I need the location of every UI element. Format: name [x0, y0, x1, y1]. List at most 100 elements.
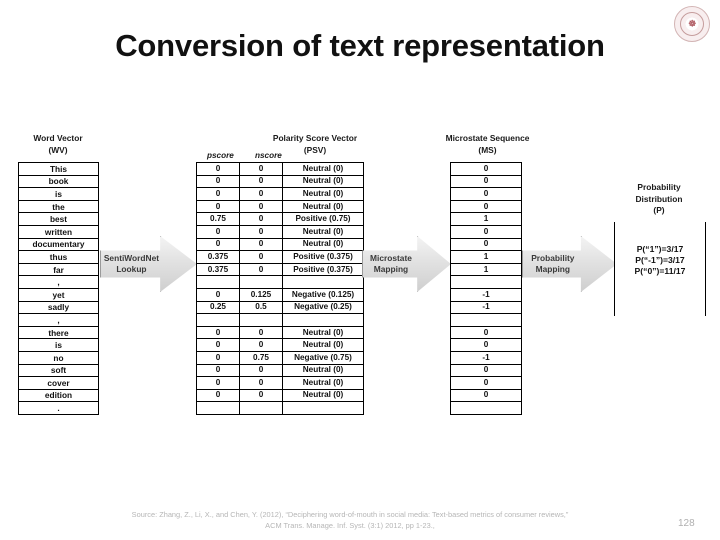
psv-cell-pscore: 0 — [196, 237, 240, 252]
psv-cell-nscore: 0.125 — [239, 287, 283, 302]
word-vector-header: Word Vector (WV) — [8, 133, 108, 156]
arrow-2-label: Microstate Mapping — [363, 253, 417, 275]
arrow-3-label-line1: Probability — [531, 253, 575, 263]
word-vector-cell: This — [18, 162, 99, 176]
pd-header-line3: (P) — [653, 205, 665, 215]
microstate-cell: 0 — [450, 325, 522, 340]
psv-cell-nscore: 0 — [239, 224, 283, 239]
microstate-sequence-header: Microstate Sequence (MS) — [435, 133, 540, 156]
word-vector-cell: there — [18, 325, 99, 340]
psv-cell-nscore — [239, 401, 283, 415]
psv-cell-label: Neutral (0) — [282, 162, 364, 176]
word-vector-row: yet — [18, 287, 99, 302]
university-seal-logo: ☸ — [674, 6, 710, 42]
psv-cell-pscore: 0 — [196, 162, 240, 176]
microstate-row: 0 — [450, 237, 522, 252]
microstate-cell: 0 — [450, 237, 522, 252]
microstate-row: 0 — [450, 174, 522, 189]
psv-row — [196, 313, 364, 327]
psv-cell-label: Positive (0.375) — [282, 250, 364, 264]
word-vector-cell: sadly — [18, 300, 99, 315]
psv-row — [196, 275, 364, 289]
psv-cell-label: Neutral (0) — [282, 338, 364, 352]
microstate-row: 1 — [450, 262, 522, 277]
microstate-cell: 1 — [450, 250, 522, 264]
microstate-row — [450, 401, 522, 415]
word-vector-cell: edition — [18, 388, 99, 403]
psv-cell-label — [282, 275, 364, 289]
source-citation: Source: Zhang, Z., Li, X., and Chen, Y. … — [40, 509, 660, 531]
psv-cell-label — [282, 401, 364, 415]
word-vector-cell: yet — [18, 287, 99, 302]
word-vector-row: far — [18, 262, 99, 277]
word-vector-cell: thus — [18, 250, 99, 264]
page-title: Conversion of text representation — [115, 28, 605, 63]
word-vector-cell: the — [18, 199, 99, 214]
polarity-score-vector-header: Polarity Score Vector (PSV) — [255, 133, 375, 156]
word-vector-row: written — [18, 224, 99, 239]
microstate-cell — [450, 313, 522, 327]
psv-subheader-pscore: pscore — [207, 151, 234, 160]
logo-inner-ring — [680, 12, 704, 36]
psv-cell-label: Neutral (0) — [282, 199, 364, 214]
microstate-cell: -1 — [450, 350, 522, 365]
microstate-row: 0 — [450, 388, 522, 403]
microstate-cell: 0 — [450, 199, 522, 214]
pd-header-line2: Distribution — [635, 193, 683, 204]
psv-cell-pscore: 0 — [196, 199, 240, 214]
pd-spacer — [615, 222, 705, 244]
psv-cell-nscore: 0 — [239, 262, 283, 277]
psv-cell-label: Positive (0.375) — [282, 262, 364, 277]
word-vector-cell: soft — [18, 363, 99, 378]
microstate-cell: 0 — [450, 338, 522, 352]
psv-subheader-nscore: nscore — [255, 151, 282, 160]
psv-cell-nscore: 0 — [239, 376, 283, 390]
psv-row — [196, 401, 364, 415]
microstate-cell — [450, 275, 522, 289]
page-number: 128 — [678, 518, 695, 529]
psv-cell-label: Neutral (0) — [282, 224, 364, 239]
pd-line-3: P(“0”)=11/17 — [634, 266, 686, 276]
pd-line-2: P(“-1”)=3/17 — [635, 255, 685, 265]
psv-cell-label — [282, 313, 364, 327]
arrow-microstate-mapping: Microstate Mapping — [362, 236, 451, 292]
arrow-sentiwordnet-lookup: SentiWordNet Lookup — [100, 236, 197, 292]
psv-cell-pscore: 0 — [196, 376, 240, 390]
word-vector-row: thus — [18, 250, 99, 264]
psv-cell-nscore: 0 — [239, 388, 283, 403]
psv-cell-nscore: 0 — [239, 237, 283, 252]
word-vector-row: . — [18, 401, 99, 415]
arrow-1-label: SentiWordNet Lookup — [101, 253, 160, 275]
logo-mark: ☸ — [688, 18, 696, 29]
psv-cell-pscore: 0 — [196, 187, 240, 201]
word-vector-cell: , — [18, 275, 99, 289]
word-vector-row: soft — [18, 363, 99, 378]
word-vector-row: This — [18, 162, 99, 176]
psv-cell-label: Neutral (0) — [282, 187, 364, 201]
word-vector-row: , — [18, 275, 99, 289]
word-vector-cell: is — [18, 187, 99, 201]
microstate-row — [450, 313, 522, 327]
microstate-row: 0 — [450, 363, 522, 378]
word-vector-row: sadly — [18, 300, 99, 315]
psv-cell-pscore: 0 — [196, 388, 240, 403]
microstate-cell — [450, 401, 522, 415]
word-vector-row: is — [18, 187, 99, 201]
psv-cell-pscore: 0 — [196, 363, 240, 378]
microstate-cell: -1 — [450, 300, 522, 315]
psv-cell-label: Negative (0.25) — [282, 300, 364, 315]
psv-cell-label: Neutral (0) — [282, 237, 364, 252]
arrow-probability-mapping: Probability Mapping — [522, 236, 617, 292]
psv-cell-pscore — [196, 275, 240, 289]
